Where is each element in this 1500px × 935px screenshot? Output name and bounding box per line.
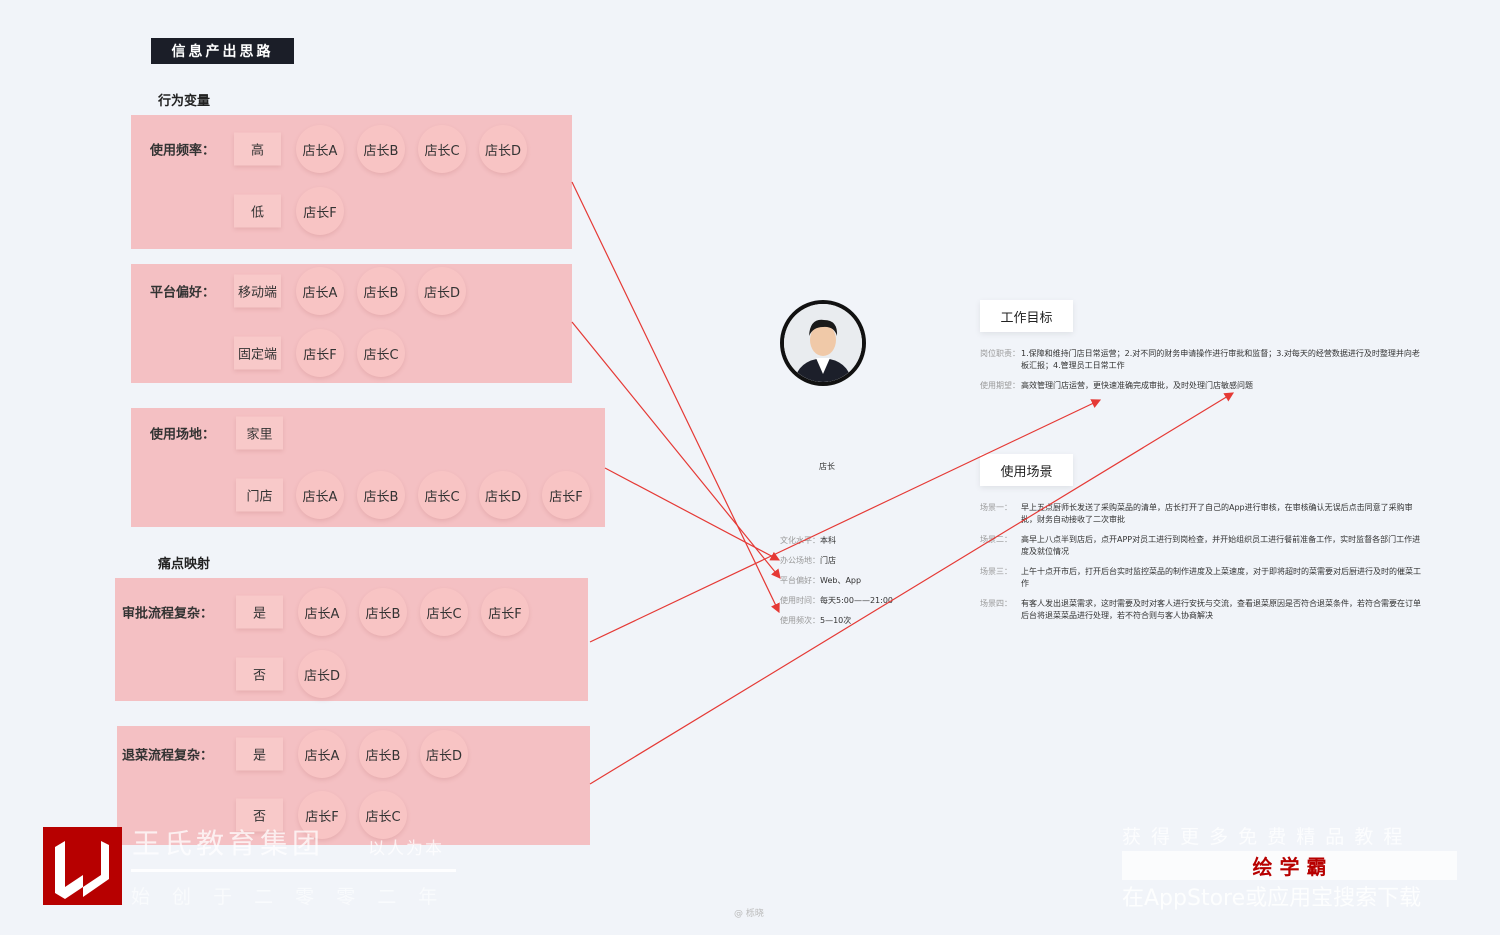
scene-row: 场景一： 早上五点厨师长发送了采购菜品的清单，店长打开了自己的App进行审核，在审…	[980, 502, 1425, 526]
info-key: 使用时间：	[780, 596, 820, 605]
persona-info-row: 文化水平：本科	[780, 535, 836, 547]
value-tag: 否	[236, 657, 283, 691]
value-tag: 低	[234, 194, 281, 228]
scene-row: 场景二： 高早上八点半到店后，点开APP对员工进行到岗检查，并开始组织员工进行餐前…	[980, 534, 1425, 558]
persona-bubble: 店长F	[296, 187, 344, 235]
goals-card: 工作目标	[980, 300, 1073, 332]
section-heading-pain: 痛点映射	[158, 557, 211, 572]
persona-info-row: 办公场地：门店	[780, 555, 836, 567]
author-credit: @ 栎晓	[734, 909, 764, 919]
scene-value: 上午十点开市后，打开后台实时监控菜品的制作进度及上菜速度，对于即将超时的菜需要对…	[1021, 567, 1421, 588]
persona-bubble: 店长F	[298, 791, 346, 839]
persona-info-row: 使用时间：每天5:00——21:00	[780, 595, 893, 607]
persona-bubble: 店长F	[296, 329, 344, 377]
value-tag: 固定端	[234, 336, 281, 370]
arrow-location	[604, 467, 781, 561]
goal-key: 使用期望：	[980, 381, 1020, 390]
persona-bubble: 店长A	[298, 588, 346, 636]
scene-key: 场景二：	[980, 535, 1012, 544]
goal-row: 岗位职责：1.保障和维持门店日常运营；2.对不同的财务申请操作进行审批和监督；3…	[980, 348, 1425, 372]
value-tag: 门店	[236, 478, 283, 512]
persona-bubble: 店长C	[359, 791, 407, 839]
value-tag: 移动端	[234, 274, 281, 308]
persona-bubble: 店长B	[357, 125, 405, 173]
info-value: 门店	[820, 556, 836, 565]
goal-key: 岗位职责：	[980, 349, 1020, 358]
scenes-card: 使用场景	[980, 454, 1073, 486]
info-value: 每天5:00——21:00	[820, 596, 894, 605]
value-tag: 是	[236, 595, 283, 629]
goal-value: 高效管理门店运营，更快速准确完成审批，及时处理门店敏感问题	[1021, 381, 1253, 390]
arrow-platform	[571, 321, 781, 579]
persona-bubble: 店长C	[357, 329, 405, 377]
page-title: 信息产出思路	[151, 38, 294, 64]
panel-label: 使用频率：	[150, 143, 216, 159]
persona-bubble: 店长D	[298, 650, 346, 698]
persona-bubble: 店长B	[359, 730, 407, 778]
panel-label: 审批流程复杂：	[122, 606, 214, 622]
value-tag: 否	[236, 798, 283, 832]
arrow-return	[589, 392, 1235, 785]
promo-line2: 在AppStore或应用宝搜索下载	[1122, 886, 1422, 911]
goal-row: 使用期望：高效管理门店运营，更快速准确完成审批，及时处理门店敏感问题	[980, 380, 1425, 392]
persona-bubble: 店长D	[479, 471, 527, 519]
watermark-founded: 始 创 于 二 零 零 二 年	[131, 886, 446, 908]
info-value: 本科	[820, 536, 836, 545]
scene-key: 场景一：	[980, 503, 1012, 512]
avatar	[780, 300, 866, 386]
persona-bubble: 店长C	[418, 125, 466, 173]
info-key: 平台偏好：	[780, 576, 820, 585]
variable-panel	[117, 726, 590, 845]
persona-bubble: 店长F	[542, 471, 590, 519]
persona-bubble: 店长A	[296, 471, 344, 519]
scene-value: 高早上八点半到店后，点开APP对员工进行到岗检查，并开始组织员工进行餐前准备工作…	[1021, 535, 1421, 556]
watermark-divider	[131, 869, 456, 872]
promo-app: 绘 学 霸	[1122, 851, 1457, 880]
value-tag: 高	[234, 132, 281, 166]
promo-line1: 获 得 更 多 免 费 精 品 教 程	[1122, 826, 1405, 848]
scene-key: 场景四：	[980, 599, 1012, 608]
persona-bubble: 店长F	[481, 588, 529, 636]
persona-bubble: 店长C	[418, 471, 466, 519]
info-value: 5—10次	[820, 616, 852, 625]
info-key: 文化水平：	[780, 536, 820, 545]
section-heading-behavior: 行为变量	[158, 94, 211, 109]
persona-info-row: 使用频次：5—10次	[780, 615, 851, 627]
info-key: 办公场地：	[780, 556, 820, 565]
persona-bubble: 店长D	[418, 267, 466, 315]
persona-bubble: 店长D	[420, 730, 468, 778]
value-tag: 家里	[236, 416, 283, 450]
brand-logo-icon	[43, 827, 122, 905]
panel-label: 使用场地：	[150, 427, 216, 443]
persona-bubble: 店长B	[357, 267, 405, 315]
persona-info-row: 平台偏好：Web、App	[780, 575, 861, 587]
scene-value: 早上五点厨师长发送了采购菜品的清单，店长打开了自己的App进行审核，在审核确认无…	[1021, 503, 1413, 524]
scene-value: 有客人发出退菜需求，这时需要及时对客人进行安抚与交流，查看退菜原因是否符合退菜条…	[1021, 599, 1421, 620]
persona-role: 店长	[819, 462, 835, 471]
panel-label: 平台偏好：	[150, 285, 216, 301]
persona-bubble: 店长A	[298, 730, 346, 778]
watermark-company: 王氏教育集团	[132, 827, 325, 860]
variable-panel	[131, 264, 572, 383]
scene-row: 场景四： 有客人发出退菜需求，这时需要及时对客人进行安抚与交流，查看退菜原因是否符…	[980, 598, 1425, 622]
info-key: 使用频次：	[780, 616, 820, 625]
watermark-motto: 以人为本	[368, 839, 444, 859]
info-value: Web、App	[820, 576, 862, 585]
persona-bubble: 店长B	[359, 588, 407, 636]
arrow-approval	[589, 399, 1102, 643]
persona-bubble: 店长D	[479, 125, 527, 173]
persona-bubble: 店长B	[357, 471, 405, 519]
scene-row: 场景三： 上午十点开市后，打开后台实时监控菜品的制作进度及上菜速度，对于即将超时的…	[980, 566, 1425, 590]
persona-bubble: 店长A	[296, 267, 344, 315]
scene-key: 场景三：	[980, 567, 1012, 576]
value-tag: 是	[236, 737, 283, 771]
panel-label: 退菜流程复杂：	[122, 748, 214, 764]
arrow-frequency	[571, 181, 780, 614]
persona-bubble: 店长A	[296, 125, 344, 173]
goal-value: 1.保障和维持门店日常运营；2.对不同的财务申请操作进行审批和监督；3.对每天的…	[1021, 349, 1420, 370]
persona-bubble: 店长C	[420, 588, 468, 636]
